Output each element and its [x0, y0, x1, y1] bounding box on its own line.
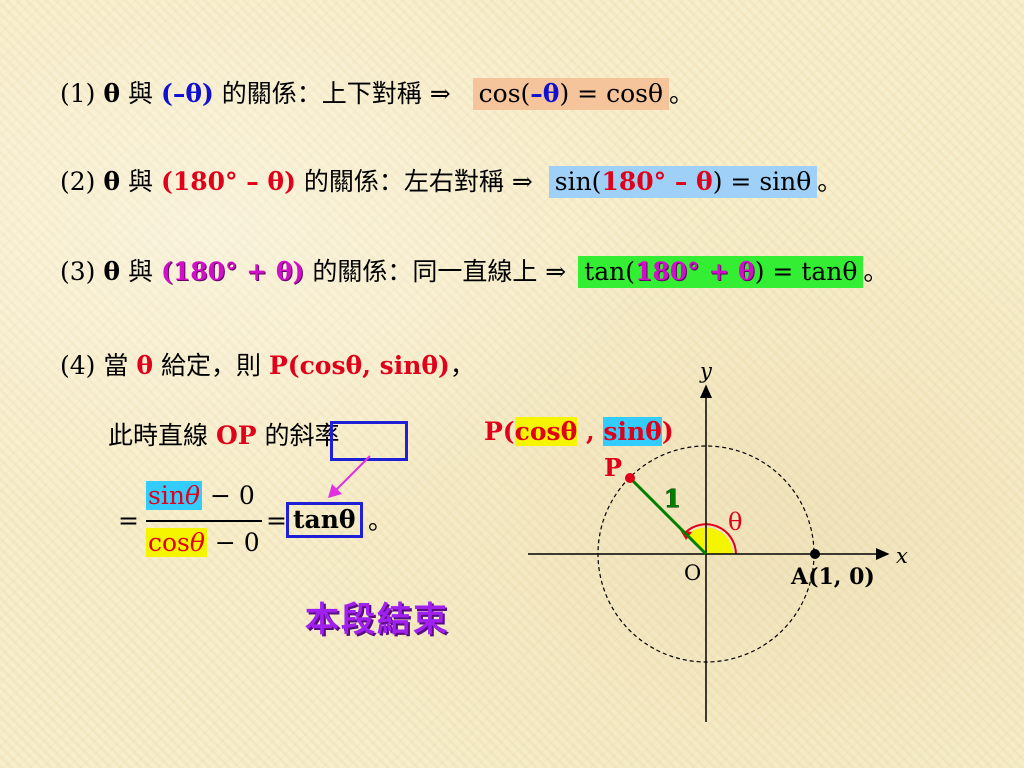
- equals-sign-2: =: [266, 506, 287, 535]
- negative-angle: (–θ): [160, 79, 214, 108]
- statement-2: (2) θ 與 (180° – θ) 的關係：左右對稱 ⇒ sin(180° –…: [60, 166, 842, 198]
- item-number: (1): [60, 79, 96, 108]
- fn-var: θ: [184, 481, 200, 510]
- item-number: (2): [60, 167, 96, 196]
- comma: ，: [449, 351, 475, 380]
- tan-result-box: tanθ: [286, 502, 363, 538]
- period: 。: [817, 167, 843, 196]
- equals-sign-1: =: [118, 506, 139, 535]
- label-part: P(: [484, 417, 515, 446]
- point-p: [625, 473, 635, 483]
- period: 。: [368, 506, 394, 535]
- theta-symbol: θ: [136, 351, 154, 380]
- theta-symbol: θ: [103, 167, 121, 196]
- formula-angle: 180° + θ: [635, 257, 755, 286]
- fn-var: θ: [189, 528, 205, 557]
- tan-identity-box: tan(180° + θ) = tanθ: [578, 256, 864, 288]
- formula-part: ) = tanθ: [754, 257, 858, 286]
- cos-highlight: cosθ: [514, 417, 578, 446]
- label-part: ): [661, 417, 674, 446]
- item-number: (3): [60, 257, 96, 286]
- implies-arrow: ⇒: [429, 79, 451, 108]
- conjunction: 與: [128, 167, 154, 196]
- period: 。: [669, 79, 695, 108]
- given-text: 給定，則: [160, 351, 261, 380]
- radius-op: [628, 476, 708, 556]
- fraction-denominator: cosθ − 0: [146, 528, 260, 557]
- fn-name: sin: [148, 481, 185, 510]
- line-op: OP: [215, 421, 257, 450]
- point-a: [810, 549, 820, 559]
- conjunction: 與: [128, 79, 154, 108]
- y-axis-label: y: [699, 359, 713, 383]
- origin-label: O: [684, 561, 701, 585]
- end-of-section-text: 本段結束: [305, 600, 449, 640]
- cos-function: cosθ: [146, 528, 207, 557]
- denominator-rest: − 0: [206, 528, 260, 557]
- sin-identity-box: sin(180° – θ) = sinθ: [548, 166, 818, 198]
- a-label: A(1, 0): [790, 564, 875, 590]
- relation-text: 的關係：同一直線上: [312, 257, 538, 286]
- implies-arrow: ⇒: [511, 167, 533, 196]
- angle-wedge: [687, 527, 733, 554]
- formula-part: cos(: [478, 79, 531, 108]
- formula-angle: –θ: [530, 79, 560, 108]
- p-label: P: [604, 453, 622, 482]
- point-p-label: P(cosθ , sinθ): [484, 416, 674, 448]
- implies-arrow: ⇒: [545, 257, 567, 286]
- period: 。: [863, 257, 889, 286]
- statement-1: (1) θ 與 (–θ) 的關係：上下對稱 ⇒ cos(–θ) = cosθ。: [60, 78, 694, 110]
- theta-symbol: θ: [103, 257, 121, 286]
- formula-angle: 180° – θ: [601, 167, 713, 196]
- possessive: 的: [264, 421, 290, 450]
- formula-part: ) = sinθ: [712, 167, 812, 196]
- relation-text: 的關係：左右對稱: [303, 167, 504, 196]
- pointer-arrow: [328, 455, 371, 498]
- fraction-numerator: sinθ − 0: [146, 481, 255, 510]
- formula-part: tan(: [584, 257, 635, 286]
- formula-part: ) = cosθ: [559, 79, 664, 108]
- cos-identity-box: cos(–θ) = cosθ: [472, 78, 670, 110]
- statement-4: (4) 當 θ 給定，則 P(cosθ, sinθ)，: [60, 350, 475, 382]
- radius-label: 1: [664, 484, 681, 513]
- relation-text: 的關係：上下對稱: [221, 79, 422, 108]
- fraction-bar: [146, 520, 262, 522]
- slope-highlight-box: [330, 421, 408, 461]
- line-prefix: 此時直線: [108, 421, 209, 450]
- sin-highlight: sinθ: [603, 417, 662, 446]
- when-text: 當: [103, 351, 129, 380]
- label-part: ,: [577, 417, 604, 446]
- fn-name: cos: [148, 528, 190, 557]
- numerator-rest: − 0: [202, 481, 255, 510]
- supplementary-angle: (180° – θ): [160, 167, 296, 196]
- theta-symbol: θ: [103, 79, 121, 108]
- item-number: (4): [60, 351, 96, 380]
- x-axis-label: x: [896, 544, 908, 568]
- statement-3: (3) θ 與 (180° + θ) 的關係：同一直線上 ⇒ tan(180° …: [60, 256, 888, 288]
- conjunction: 與: [128, 257, 154, 286]
- opposite-angle: (180° + θ): [160, 257, 305, 286]
- point-p-coordinates: P(cosθ, sinθ): [268, 351, 450, 380]
- angle-label: θ: [728, 508, 742, 536]
- sin-function: sinθ: [146, 481, 202, 510]
- formula-part: sin(: [554, 167, 602, 196]
- angle-arc: [684, 523, 737, 555]
